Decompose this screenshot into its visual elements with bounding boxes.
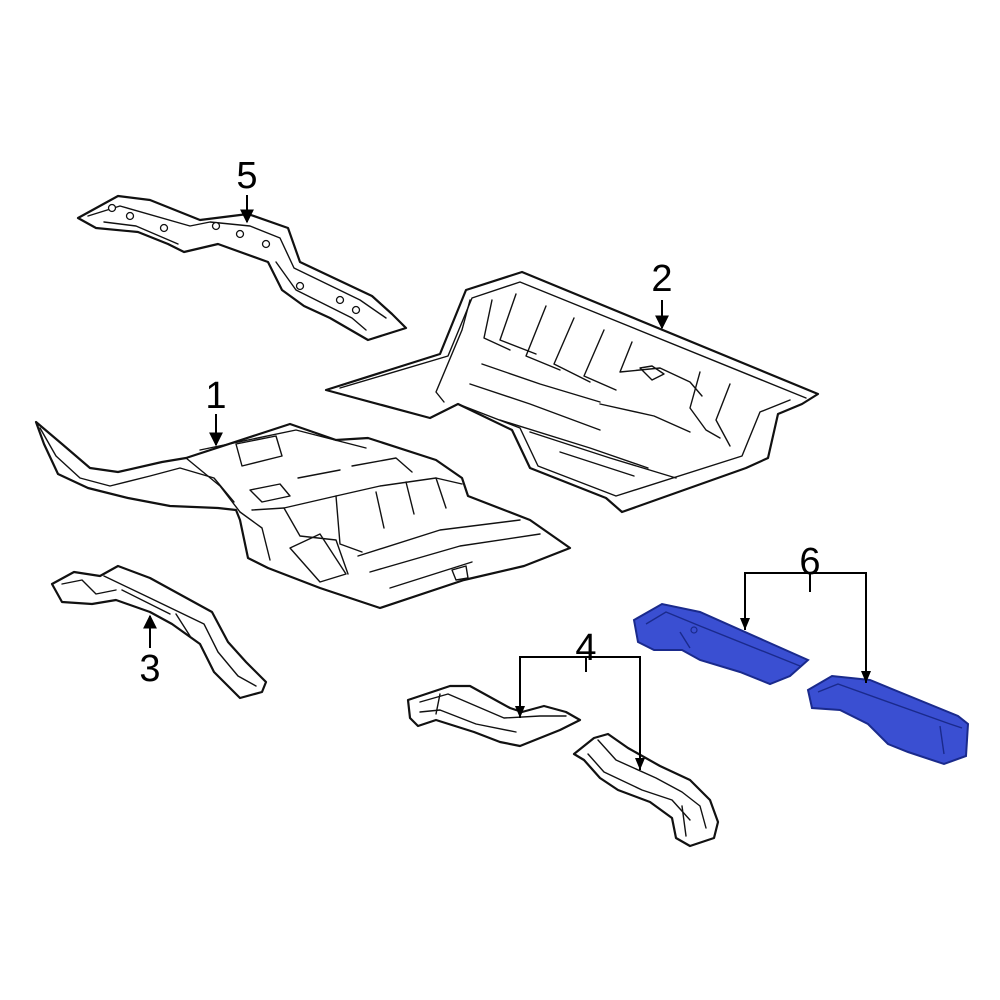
- callout-1: 1: [205, 375, 226, 417]
- part-5-bracket[interactable]: [76, 194, 408, 342]
- part-1-front-floor-pan[interactable]: [34, 420, 572, 610]
- callout-leaders: [143, 195, 871, 770]
- part-4-left-rail[interactable]: [406, 684, 582, 748]
- callout-2: 2: [651, 258, 672, 300]
- callout-3: 3: [139, 648, 160, 690]
- part-6-left-rail[interactable]: [632, 602, 810, 686]
- part-2-rear-floor-pan[interactable]: [324, 270, 820, 514]
- callout-5: 5: [236, 155, 257, 197]
- callout-6: 6: [799, 541, 820, 583]
- part-6-right-rail[interactable]: [806, 674, 970, 766]
- callout-4: 4: [575, 627, 596, 669]
- part-3-rail[interactable]: [50, 564, 268, 700]
- part-4-right-rail[interactable]: [572, 732, 720, 848]
